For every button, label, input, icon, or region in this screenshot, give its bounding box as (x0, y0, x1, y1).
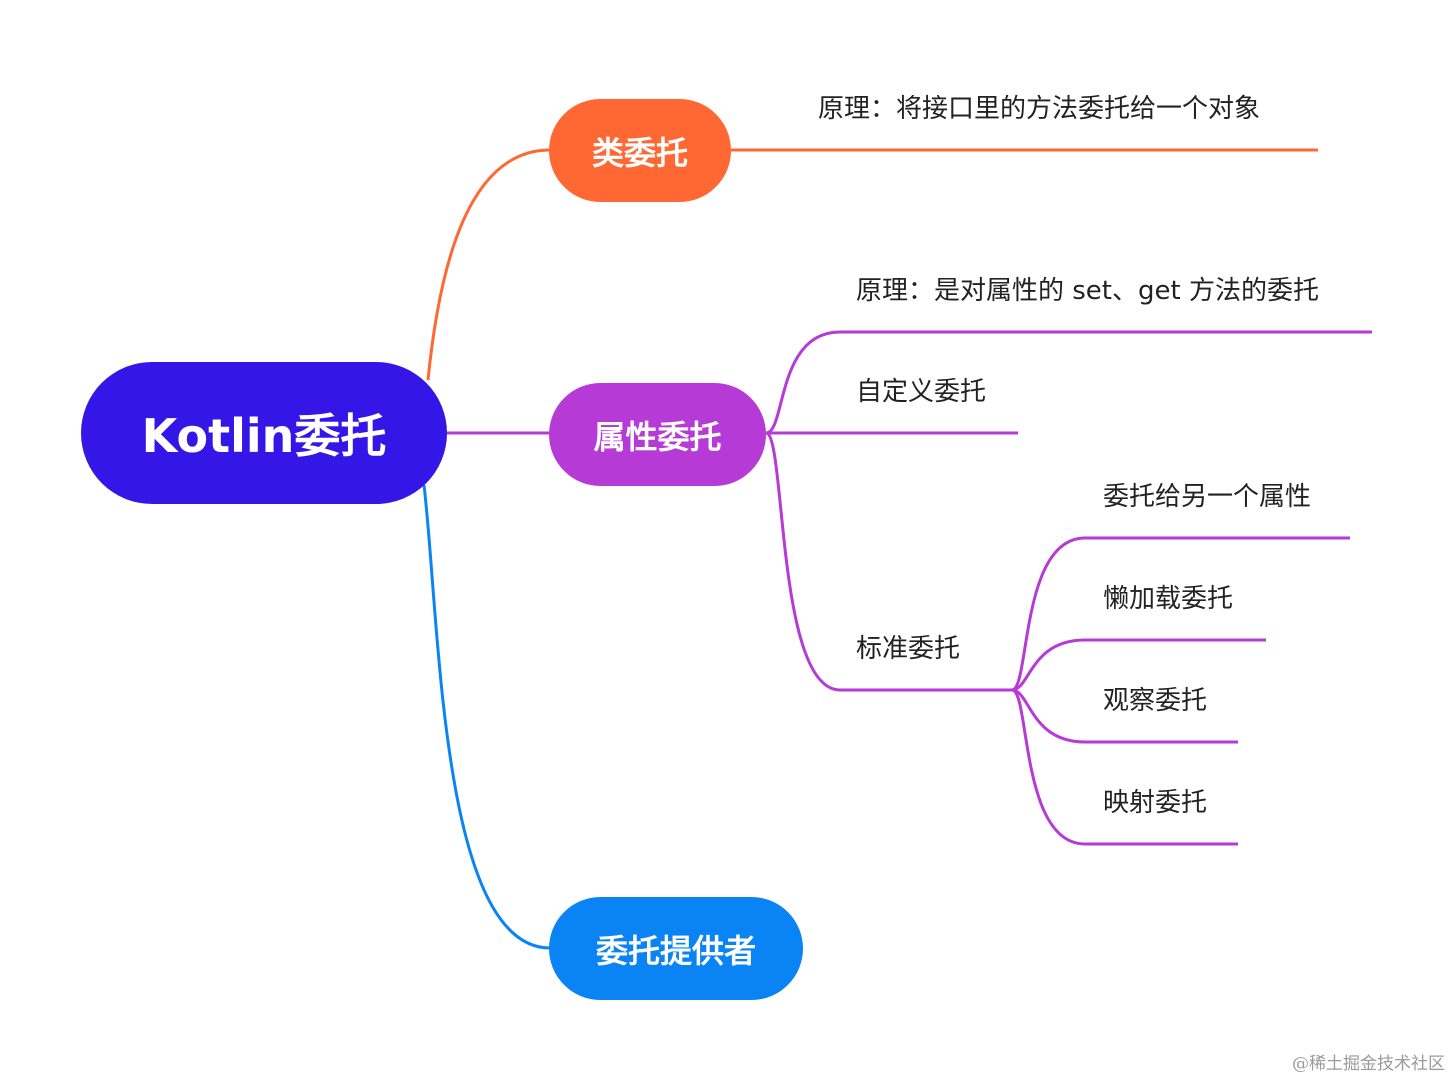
standard-item-observable: 观察委托 (1103, 686, 1208, 716)
watermark: @稀土掘金技术社区 (1292, 1054, 1445, 1074)
property-custom-delegation: 自定义委托 (856, 377, 987, 407)
branch-property-delegation-label: 属性委托 (593, 417, 722, 456)
standard-item-lazy: 懒加载委托 (1103, 584, 1234, 614)
connector-standard-to-item-2 (1011, 638, 1266, 692)
property-standard-delegation: 标准委托 (856, 634, 961, 664)
branch-class-delegation[interactable]: 类委托 (549, 99, 731, 202)
branch-property-delegation[interactable]: 属性委托 (549, 383, 766, 486)
connector-standard-to-item-1 (1011, 536, 1350, 692)
branch-delegate-provider-label: 委托提供者 (595, 931, 756, 970)
class-delegation-principle: 原理：将接口里的方法委托给一个对象 (818, 94, 1261, 124)
connector-property-to-principle (765, 330, 1372, 435)
property-delegation-principle: 原理：是对属性的 set、get 方法的委托 (856, 276, 1319, 306)
connector-standard-to-item-3 (1011, 688, 1238, 744)
root-node-label: Kotlin委托 (141, 409, 387, 463)
standard-item-delegate-to-property: 委托给另一个属性 (1103, 482, 1312, 512)
connector-root-to-class (426, 148, 551, 381)
connector-standard-to-item-4 (1011, 688, 1238, 846)
connector-root-to-provider (422, 484, 551, 950)
branch-class-delegation-label: 类委托 (591, 133, 688, 172)
standard-item-map: 映射委托 (1103, 788, 1208, 818)
branch-delegate-provider[interactable]: 委托提供者 (549, 897, 803, 1000)
connector-property-to-standard (765, 431, 1012, 692)
root-node[interactable]: Kotlin委托 (81, 362, 447, 504)
